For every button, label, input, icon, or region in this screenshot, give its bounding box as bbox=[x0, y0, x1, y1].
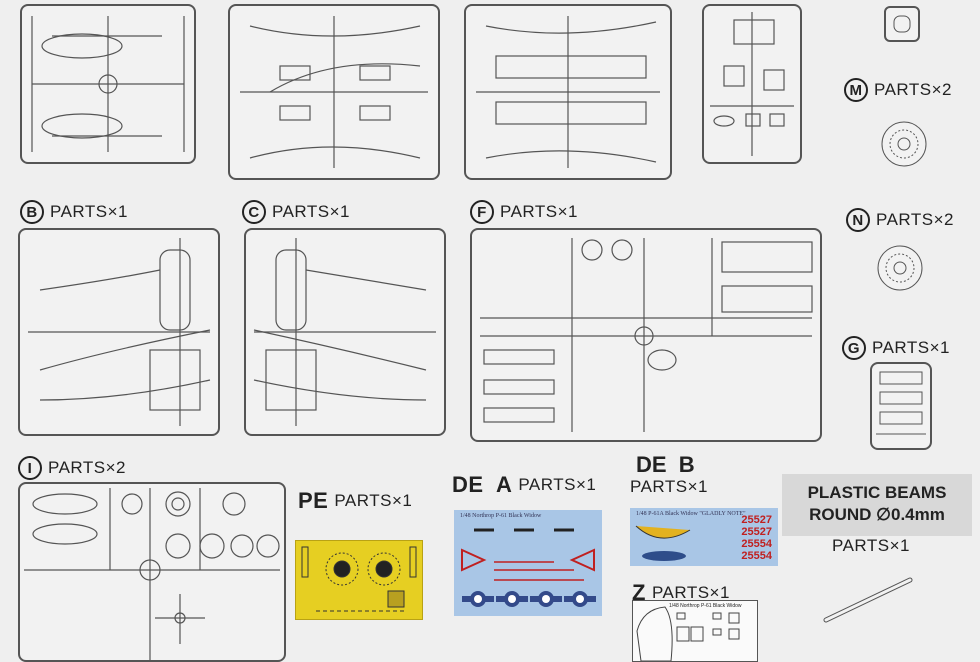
beams-spec: ROUND ∅0.4mm bbox=[809, 505, 945, 524]
parts-count: PARTS×1 bbox=[832, 536, 910, 555]
sprue-b bbox=[18, 228, 220, 436]
label-i: I PARTS×2 bbox=[18, 456, 126, 480]
label-pe: PE PARTS×1 bbox=[298, 488, 412, 514]
label-b: B PARTS×1 bbox=[20, 200, 128, 224]
letter-g: G bbox=[842, 336, 866, 360]
part-m-small bbox=[884, 6, 920, 42]
parts-count: PARTS×1 bbox=[872, 338, 950, 357]
serial-number: 25554 bbox=[741, 550, 772, 562]
letter-z: Z bbox=[632, 580, 646, 605]
plastic-beam-rod bbox=[820, 574, 916, 626]
serial-number: 25554 bbox=[741, 538, 772, 550]
letter-c: C bbox=[242, 200, 266, 224]
plastic-beams-label: PLASTIC BEAMS ROUND ∅0.4mm bbox=[782, 474, 972, 536]
decal-title: 1/48 P-61A Black Widow "GLADLY NOTE" bbox=[636, 511, 746, 517]
serial-number: 25527 bbox=[741, 526, 772, 538]
decal-sheet-a: 1/48 Northrop P-61 Black Widow bbox=[454, 510, 602, 616]
parts-count: PARTS×1 bbox=[272, 202, 350, 221]
mask-title: 1/48 Northrop P-61 Black Widow bbox=[669, 603, 742, 609]
label-de-b: PARTS×1 bbox=[630, 477, 708, 497]
label-f: F PARTS×1 bbox=[470, 200, 578, 224]
sprue-top-3 bbox=[464, 4, 672, 180]
label-z: Z PARTS×1 bbox=[632, 580, 730, 606]
label-beams: PARTS×1 bbox=[832, 536, 910, 556]
letter-f: F bbox=[470, 200, 494, 224]
serial-number: 25527 bbox=[741, 514, 772, 526]
part-n-wheel bbox=[876, 244, 924, 292]
letter-b: B bbox=[20, 200, 44, 224]
letter-n: N bbox=[846, 208, 870, 232]
label-de-a: DE A PARTS×1 bbox=[452, 472, 596, 498]
parts-count: PARTS×1 bbox=[334, 491, 413, 510]
sprue-top-4 bbox=[702, 4, 802, 164]
parts-count: PARTS×1 bbox=[630, 477, 708, 496]
label-n: N PARTS×2 bbox=[846, 208, 954, 232]
sprue-f bbox=[470, 228, 822, 442]
sprue-i bbox=[18, 482, 286, 662]
decal-title: 1/48 Northrop P-61 Black Widow bbox=[460, 513, 542, 519]
decal-sheet-b: 1/48 P-61A Black Widow "GLADLY NOTE" 255… bbox=[630, 508, 778, 566]
label-g: G PARTS×1 bbox=[842, 336, 950, 360]
parts-count: PARTS×2 bbox=[876, 210, 954, 229]
beams-title: PLASTIC BEAMS bbox=[807, 483, 947, 502]
canopy-mask-sheet: 1/48 Northrop P-61 Black Widow bbox=[632, 600, 758, 662]
serial-numbers: 25527 25527 25554 25554 bbox=[741, 514, 772, 562]
parts-count: PARTS×1 bbox=[500, 202, 578, 221]
parts-count: PARTS×1 bbox=[651, 583, 730, 602]
parts-count: PARTS×1 bbox=[518, 475, 597, 494]
letter-m: M bbox=[844, 78, 868, 102]
parts-count: PARTS×2 bbox=[874, 80, 952, 99]
sprue-g bbox=[870, 362, 932, 450]
letter-de-a: DE A bbox=[452, 472, 513, 497]
sprue-top-2 bbox=[228, 4, 440, 180]
sprue-c bbox=[244, 228, 446, 436]
letter-i: I bbox=[18, 456, 42, 480]
sprue-top-1 bbox=[20, 4, 196, 164]
letter-pe: PE bbox=[298, 488, 329, 513]
letter-de-b: DE B bbox=[636, 452, 695, 477]
label-c: C PARTS×1 bbox=[242, 200, 350, 224]
label-m: M PARTS×2 bbox=[844, 78, 952, 102]
parts-count: PARTS×1 bbox=[50, 202, 128, 221]
part-m-wheel bbox=[880, 120, 928, 168]
parts-count: PARTS×2 bbox=[48, 458, 126, 477]
photo-etch-fret bbox=[295, 540, 423, 620]
